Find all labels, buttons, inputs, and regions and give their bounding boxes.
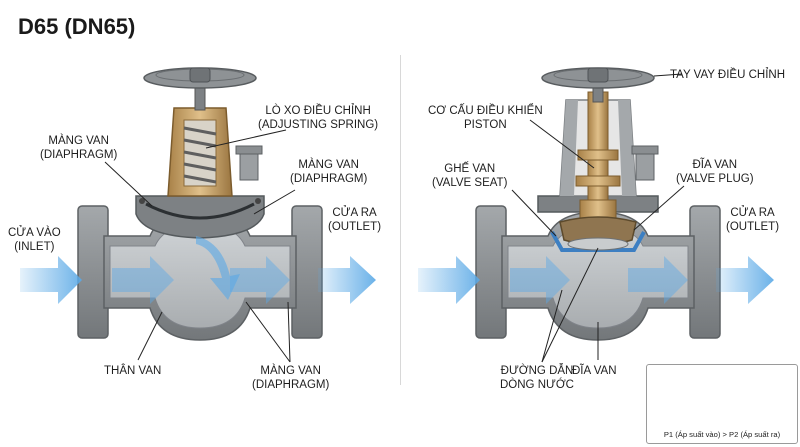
right-valve (418, 67, 774, 341)
panel-divider (400, 55, 401, 385)
inset-caption: P1 (Áp suất vào) > P2 (Áp suất ra) (663, 430, 781, 439)
label-valve-seat: GHẾ VAN(VALVE SEAT) (432, 163, 508, 189)
label-diaphragm-bottom: MÀNG VAN(DIAPHRAGM) (252, 365, 330, 391)
label-outlet-left: CỬA RA(OUTLET) (328, 207, 382, 233)
label-diaphragm-top-left: MÀNG VAN(DIAPHRAGM) (40, 135, 118, 161)
label-valve-plug: ĐĨA VAN(VALVE PLUG) (676, 159, 754, 185)
label-outlet-right: CỬA RA(OUTLET) (726, 207, 780, 233)
label-body: THÂN VAN (104, 365, 162, 377)
left-leaders (104, 129, 296, 363)
label-disc: ĐĨA VAN (572, 365, 617, 377)
label-inlet: CỬA VÀO(INLET) (8, 227, 61, 253)
label-handwheel: TAY VAY ĐIỀU CHỈNH (670, 69, 786, 81)
diagram-title: D65 (DN65) (18, 14, 136, 39)
pressure-inset: P1 (Áp suất vào) > P2 (Áp suất ra) (646, 364, 798, 444)
label-diaphragm-top-right: MÀNG VAN(DIAPHRAGM) (290, 159, 368, 185)
label-adjusting-spring: LÒ XO ĐIỀU CHỈNH(ADJUSTING SPRING) (258, 105, 379, 131)
left-valve (20, 67, 376, 341)
right-leaders (511, 73, 685, 363)
